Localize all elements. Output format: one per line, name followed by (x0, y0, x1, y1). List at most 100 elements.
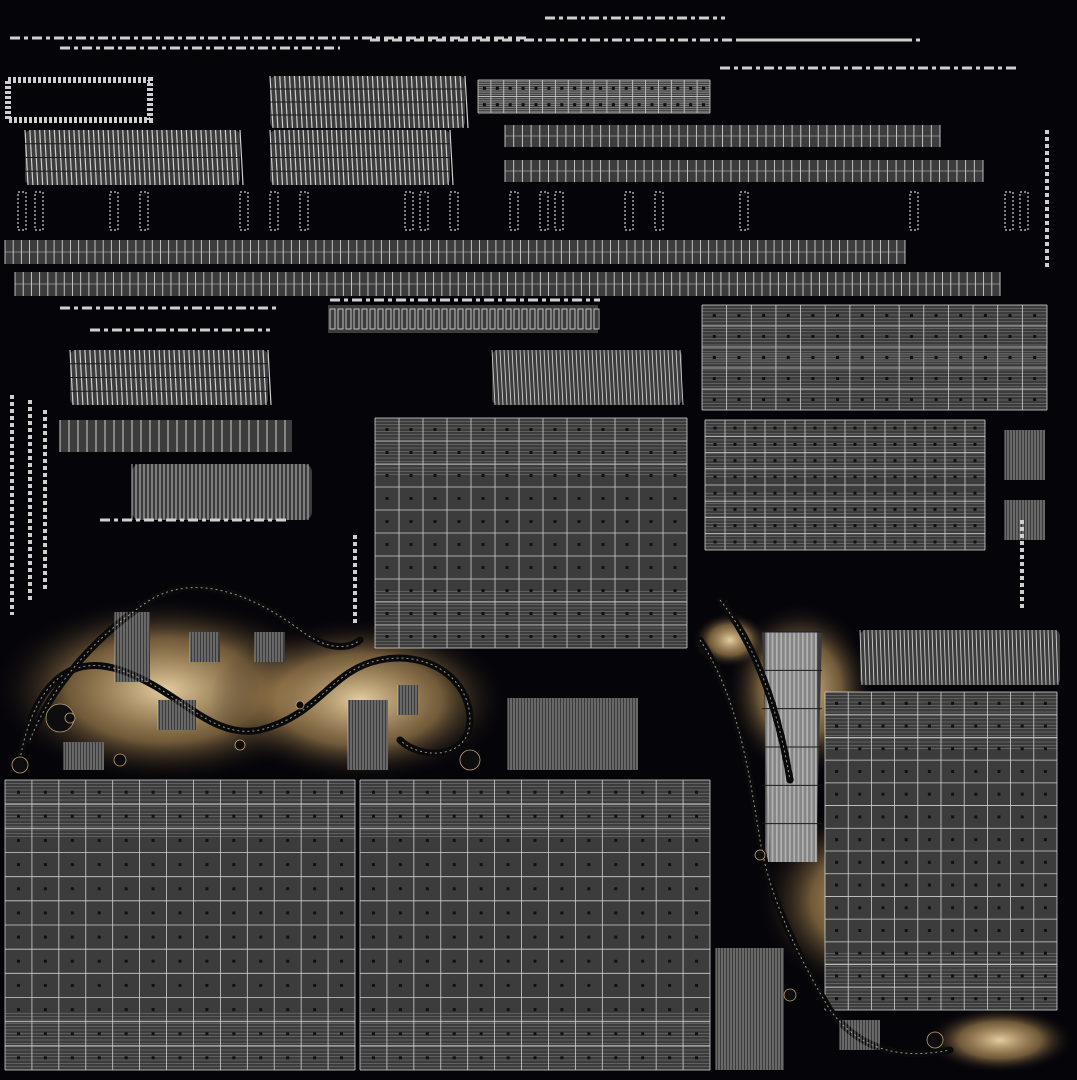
vertex-dot (913, 475, 917, 479)
vertex-dot (529, 520, 533, 523)
vertex-dot (1020, 701, 1024, 705)
tube-stripe (543, 349, 548, 406)
vertex-dot (641, 1008, 645, 1012)
vertex-dot (385, 428, 389, 431)
vertex-dot (833, 491, 837, 495)
vertex-dot (70, 838, 74, 842)
vertex-dot (649, 451, 653, 454)
vertex-dot (1020, 951, 1024, 955)
vertex-dot (712, 377, 716, 380)
vertical-pair (1004, 191, 1014, 231)
bolt-hole (459, 749, 481, 771)
vertex-dot (124, 863, 128, 867)
vertex-dot (124, 1056, 128, 1060)
vertex-dot (753, 459, 757, 463)
vertex-dot (853, 491, 857, 495)
chain-link (513, 308, 520, 330)
tube-stripe (975, 629, 979, 686)
vertex-dot (927, 997, 931, 1001)
vertex-dot (151, 814, 155, 818)
vertex-dot (433, 543, 437, 546)
vertex-dot (695, 1008, 699, 1012)
chain-link (337, 308, 344, 330)
vertex-dot (974, 929, 978, 932)
tube-stripe (495, 349, 500, 406)
vertex-dot (398, 983, 402, 987)
vertex-dot (881, 701, 885, 705)
chain-link (361, 308, 368, 330)
vertex-dot (811, 377, 815, 380)
tube-stripe (895, 629, 899, 686)
tube-stripe (863, 629, 867, 686)
vertex-dot (893, 491, 897, 495)
vertex-dot (813, 442, 817, 446)
vertex-dot (951, 747, 955, 751)
vertex-dot (505, 566, 509, 569)
small-part (1005, 430, 1045, 480)
vertex-dot (833, 459, 837, 463)
tube-stripe (583, 349, 588, 406)
vertex-dot (587, 790, 591, 794)
vertex-dot (178, 1032, 182, 1036)
vertex-dot (371, 790, 375, 794)
vertex-dot (933, 475, 937, 479)
vertex-dot (835, 860, 839, 864)
glow-spot (925, 1006, 1075, 1074)
vertex-dot (997, 815, 1001, 819)
vertex-dot (713, 524, 717, 528)
vertex-dot (974, 701, 978, 705)
tube-stripe (875, 629, 879, 686)
vertex-dot (124, 959, 128, 963)
vertex-dot (409, 520, 413, 523)
vertex-dot (533, 911, 537, 915)
vertex-dot (858, 906, 862, 910)
vertex-dot (70, 935, 74, 939)
vertex-dot (479, 863, 483, 867)
vertex-dot (124, 935, 128, 939)
vertex-dot (16, 1008, 20, 1012)
vertex-dot (973, 507, 977, 511)
vertex-dot (16, 935, 20, 939)
tube-stripe (527, 349, 532, 406)
vertex-dot (16, 959, 20, 963)
vertex-dot (927, 724, 931, 728)
vertex-dot (70, 1032, 74, 1036)
tube-stripe (519, 349, 524, 406)
vertex-dot (124, 838, 128, 842)
vertex-dot (505, 451, 509, 454)
vertex-dot (97, 911, 101, 915)
vertex-dot (529, 635, 533, 638)
vertex-dot (205, 863, 209, 867)
vertex-dot (611, 86, 615, 90)
vertex-dot (835, 747, 839, 751)
vertex-dot (997, 974, 1001, 978)
chain-link (505, 308, 512, 330)
vertex-dot (97, 887, 101, 891)
vertex-dot (614, 959, 618, 963)
vertex-dot (506, 911, 510, 915)
vertex-dot (835, 906, 839, 910)
curve-dots (19, 657, 471, 761)
vertex-dot (601, 451, 605, 454)
vertex-dot (858, 724, 862, 728)
vertex-dot (506, 1032, 510, 1036)
vertex-dot (873, 459, 877, 463)
vertex-dot (885, 314, 889, 317)
vertex-dot (997, 860, 1001, 864)
tube-stripe (575, 349, 580, 406)
vertex-dot (625, 635, 629, 638)
vertex-dot (893, 442, 897, 446)
vertex-dot (601, 428, 605, 431)
vertex-dot (529, 612, 533, 615)
vertex-dot (205, 935, 209, 939)
vertex-dot (398, 1056, 402, 1060)
vertex-dot (479, 1032, 483, 1036)
vertex-dot (974, 770, 978, 773)
chain-link (585, 308, 592, 330)
vertex-dot (973, 475, 977, 479)
vertex-dot (286, 887, 290, 891)
vertex-dot (457, 474, 461, 477)
vertex-dot (97, 959, 101, 963)
vertex-dot (151, 935, 155, 939)
vertex-dot (506, 863, 510, 867)
